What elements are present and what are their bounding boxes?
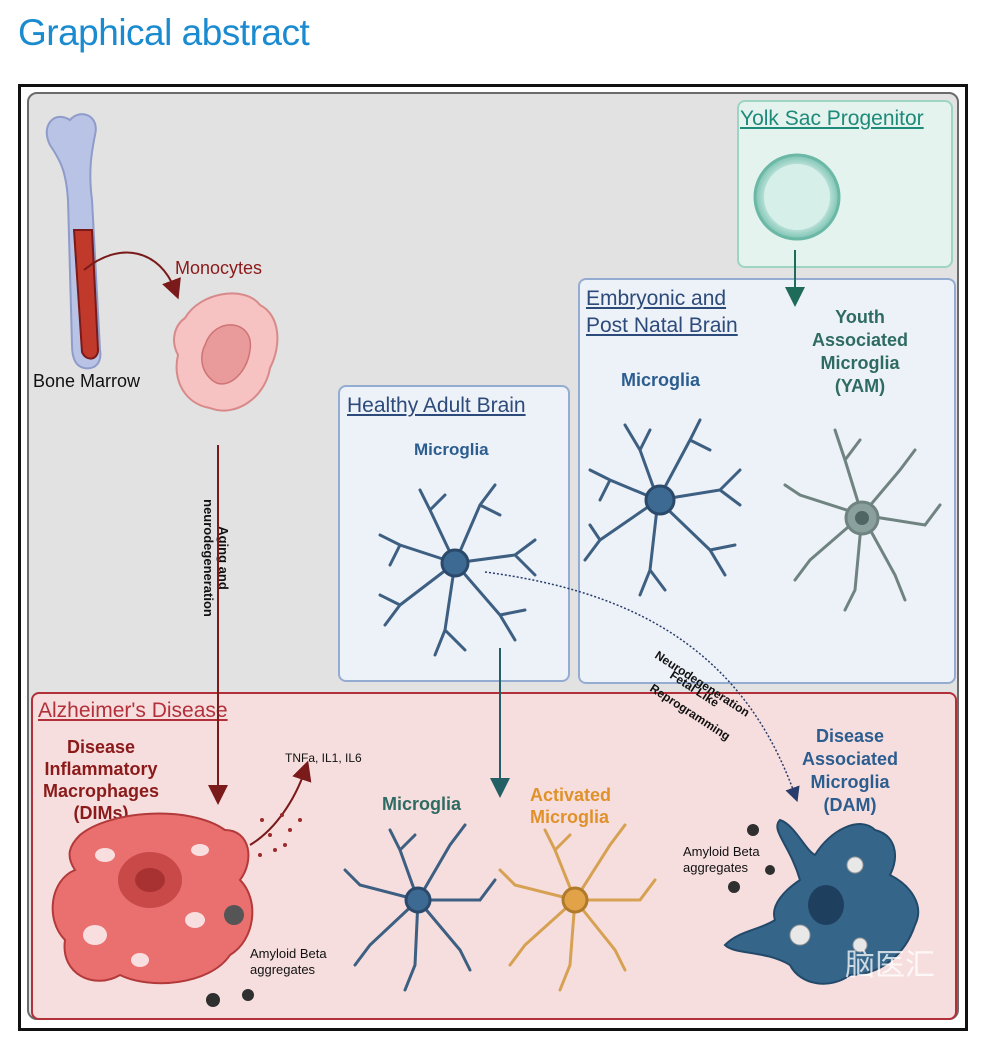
- dam-line3: Microglia: [810, 772, 890, 792]
- amyloid-left-line1: Amyloid Beta: [250, 946, 327, 961]
- bone-marrow-label: Bone Marrow: [33, 371, 141, 391]
- monocyte-cell-icon: [173, 292, 279, 412]
- amyloid-right-line1: Amyloid Beta: [683, 844, 760, 859]
- cytokine-arrow: [249, 760, 312, 846]
- watermark-logo: 脑医汇: [845, 948, 935, 983]
- yam-line2: Associated: [811, 330, 909, 350]
- activated-microglia-icon: [498, 823, 657, 992]
- dims-label: Disease Inflammatory Macrophages (DIMs): [33, 736, 169, 824]
- dam-label: Disease Associated Microglia (DAM): [790, 725, 910, 817]
- yolk-sac-title: Yolk Sac Progenitor: [740, 107, 924, 130]
- dims-line1: Disease: [66, 737, 136, 757]
- activated-line1: Activated: [530, 785, 612, 805]
- embryonic-microglia-icon: [583, 418, 742, 597]
- alzheimers-title: Alzheimer's Disease: [38, 699, 228, 722]
- cytokine-dots: [258, 813, 302, 857]
- embryonic-title-line1: Embryonic and: [586, 287, 727, 310]
- dam-line1: Disease: [815, 726, 885, 746]
- bone-to-monocyte-arrow: [83, 251, 181, 300]
- page-title: Graphical abstract: [18, 12, 310, 53]
- activated-microglia-label: Activated Microglia: [530, 784, 611, 828]
- healthy-microglia-icon: [378, 483, 537, 657]
- amyloid-left-label: Amyloid Beta aggregates: [250, 946, 327, 978]
- amyloid-right-label: Amyloid Beta aggregates: [683, 844, 760, 876]
- dims-line2: Inflammatory: [44, 759, 158, 779]
- embryonic-panel: [578, 278, 956, 684]
- healthy-adult-title: Healthy Adult Brain: [347, 394, 526, 417]
- activated-line2: Microglia: [530, 807, 610, 827]
- yam-label: Youth Associated Microglia (YAM): [795, 306, 925, 398]
- dims-line3: Macrophages: [42, 781, 160, 801]
- healthy-adult-panel: [338, 385, 570, 682]
- monocytes-label: Monocytes: [175, 258, 263, 278]
- ad-microglia-label: Microglia: [382, 794, 462, 814]
- embryonic-title-line2: Post Natal Brain: [586, 314, 738, 337]
- healthy-microglia-label: Microglia: [414, 440, 489, 459]
- amyloid-aggregate-icons: [206, 824, 775, 1007]
- ad-microglia-icon: [343, 823, 497, 992]
- yolk-sac-cell-icon: [753, 153, 841, 241]
- amyloid-right-line2: aggregates: [683, 860, 749, 875]
- yam-line1: Youth: [835, 307, 885, 327]
- yam-line4: (YAM): [834, 376, 886, 396]
- yam-line3: Microglia: [820, 353, 900, 373]
- dam-line4: (DAM): [823, 795, 877, 815]
- embryonic-microglia-label: Microglia: [621, 370, 701, 390]
- yam-cell-icon: [783, 428, 942, 612]
- reprogramming-arrow: [484, 571, 800, 803]
- dam-line2: Associated: [801, 749, 899, 769]
- dim-macrophage-icon: [51, 812, 254, 985]
- bone-icon: [45, 113, 102, 370]
- dam-cell-icon: [723, 818, 920, 985]
- amyloid-left-line2: aggregates: [250, 962, 316, 977]
